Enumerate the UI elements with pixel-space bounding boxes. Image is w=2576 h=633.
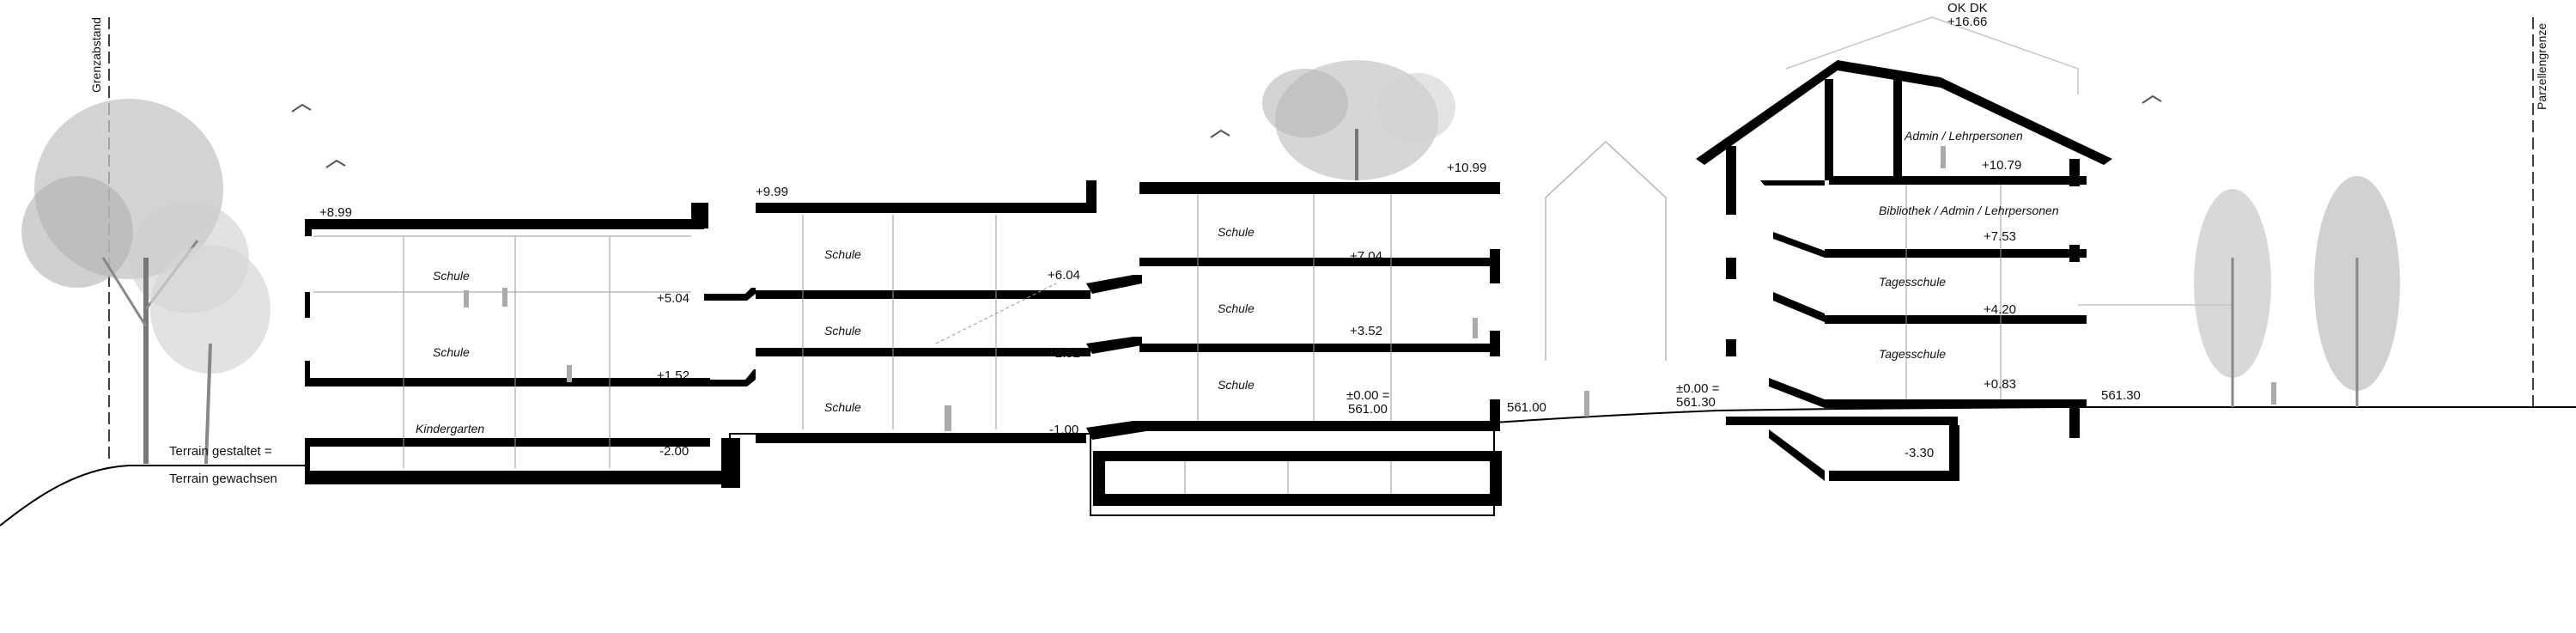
level-old-top: +10.79 [1982,158,2021,173]
building-d [1696,60,2112,481]
building-c [1093,182,1502,506]
level-old-0: +0.83 [1984,377,2016,392]
level-ground-b: 561.30 [2101,388,2141,403]
room-tagesschule-2: Tagesschule [1879,347,1946,361]
level-zero-a-2: 561.00 [1348,402,1388,417]
tree-right-2 [2314,176,2400,407]
tree-roof [1262,60,1455,180]
room-schule-1: Schule [433,269,470,283]
room-schule-6: Schule [1218,225,1255,239]
room-schule-7: Schule [1218,301,1255,315]
level-old-base: -3.30 [1905,446,1934,460]
level-old-1: +4.20 [1984,302,2016,317]
room-admin: Admin / Lehrpersonen [1904,129,2023,143]
level-zero-a-1: ±0.00 = [1346,388,1390,403]
level-kg-ground: -2.00 [659,444,689,459]
room-bibliothek: Bibliothek / Admin / Lehrpersonen [1879,204,2059,217]
link-a-b [704,288,756,488]
stair-d [1760,180,1825,481]
room-schule-4: Schule [824,324,861,338]
level-mid-upper: +6.04 [1048,268,1080,283]
room-schule-5: Schule [824,400,861,414]
tree-left-2 [150,245,270,465]
stair-b [1086,275,1146,440]
terrain-natural: Terrain gewachsen [169,472,277,486]
level-mid-ground: -1.00 [1049,423,1078,437]
building-a [305,203,726,484]
room-schule-8: Schule [1218,378,1255,392]
building-b [756,180,1097,443]
roof-peak-title: OK DK [1947,1,1988,15]
level-kg-roof: +8.99 [319,205,352,220]
level-right-roof: +10.99 [1447,161,1486,175]
level-right-mid: +3.52 [1350,324,1382,338]
people-figures [464,146,2276,431]
label-parzellengrenze: Parzellengrenze [2535,23,2549,110]
label-grenzabstand: Grenzabstand [89,17,103,93]
room-tagesschule-1: Tagesschule [1879,275,1946,289]
tree-right-1 [2194,189,2271,407]
level-zero-b-2: 561.30 [1676,395,1716,410]
room-kindergarten: Kindergarten [416,422,484,435]
level-kg-mid: +1.52 [657,368,690,383]
level-zero-b-1: ±0.00 = [1676,381,1720,396]
tree-left-1 [21,99,249,464]
level-mid-roof: +9.99 [756,185,788,199]
background-building [1545,140,1667,361]
roof-peak-value: +16.66 [1947,15,1987,29]
level-ground-a: 561.00 [1507,400,1546,415]
level-kg-upper: +5.04 [657,291,690,306]
level-old-2: +7.53 [1984,229,2016,244]
room-schule-2: Schule [433,345,470,359]
level-mid-mid: +2.52 [1048,346,1080,361]
terrain-designed: Terrain gestaltet = [169,444,272,459]
bird-icons [291,94,2162,168]
level-right-upper: +7.04 [1350,249,1382,264]
room-schule-3: Schule [824,247,861,261]
